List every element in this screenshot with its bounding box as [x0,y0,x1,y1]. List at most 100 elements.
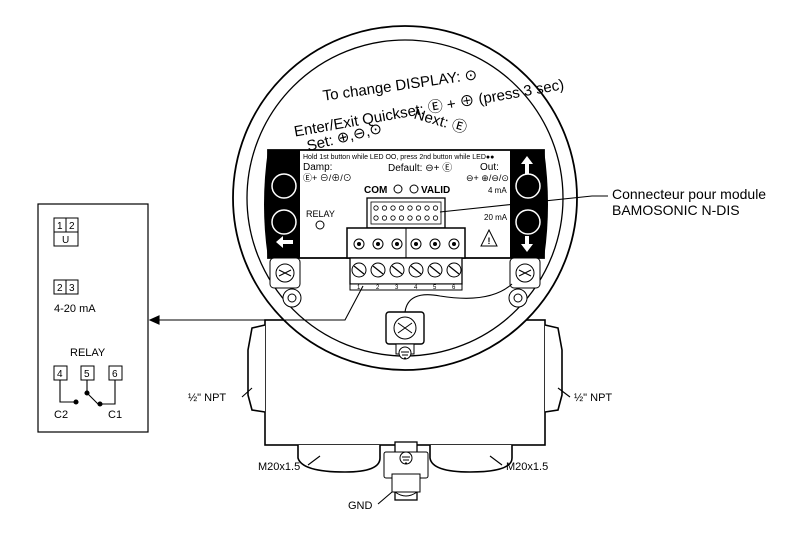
connector-pin [381,215,388,221]
external-ground-icon [399,451,413,465]
legend-ma-term1: 2 [57,283,63,294]
up-button[interactable] [515,173,541,199]
external-ground-lug [383,441,429,501]
terminal-screw-slot [391,265,403,275]
mounting-screws [282,288,528,308]
m20-right-leader [489,455,503,466]
valid-led [409,184,419,194]
terminal-screw-slot [448,265,460,275]
connector-callout-line1: Connecteur pour module [612,186,766,202]
terminal-number: 6 [452,285,456,291]
connector-pins [373,205,439,221]
legend-ma-term2: 3 [69,283,75,294]
terminal-number: 2 [376,285,380,291]
terminal-socket-hole [452,242,456,246]
terminal-number: 3 [395,285,399,291]
connector-pin [424,215,430,221]
connector-pin [424,205,430,211]
legend-c1-label: C1 [108,409,122,421]
m20-left-label: M20x1.5 [258,461,300,473]
electronics-panel: E Hold 1st button while LED OO, press 2n… [264,149,548,259]
npt-right-leader [557,387,571,398]
terminal-numbers: 1 2 3 4 5 6 [357,285,456,291]
left-cable-gland [297,445,381,473]
connector-pin [407,215,413,221]
legend-u-term1: 1 [57,221,63,232]
legend-relay-title: RELAY [70,347,106,359]
ground-icon [398,346,412,360]
ground-screw-right [509,257,541,289]
terminal-socket-hole [357,242,361,246]
connector-leader [439,195,608,213]
warning-icon [480,228,498,247]
terminal-legend: 1 2 U 2 3 4-20 mA RELAY 4 5 6 C2 C1 [37,203,149,433]
default-label: Default: ⊖+ Ⓔ [388,162,452,174]
gnd-leader [377,491,393,505]
terminal-number: 1 [357,285,361,291]
valid-label: VALID [421,185,450,196]
enter-button[interactable] [271,173,297,199]
left-arrow-icon [276,236,293,248]
terminal-number: 4 [414,285,418,291]
connector-pin [415,205,422,211]
legend-u-label: U [62,235,69,246]
legend-u-term2: 2 [69,221,75,232]
connector-pin [373,205,379,211]
button-e-label: E [278,156,290,176]
terminal-socket-hole [395,242,399,246]
right-cable-gland [429,445,513,473]
connector-pin [398,215,405,221]
ground-screw-left [269,257,301,289]
terminal-screw-slot [429,265,441,275]
terminal-socket-hole [433,242,437,246]
connector-callout-line2: BAMOSONIC N-DIS [612,202,740,218]
legend-ma-label: 4-20 mA [54,303,96,315]
out-label: Out: [480,162,499,173]
connector-pin [407,205,413,211]
connector-pin [432,215,439,221]
module-connector [366,197,446,229]
terminal-leader [150,285,364,321]
down-arrow-icon [521,236,533,252]
legend-relay-term4-label: 4 [57,369,63,380]
legend-relay-term5-label: 5 [84,369,90,380]
m20-left-leader [307,455,321,466]
terminal-leader-arrow [148,315,160,325]
terminal-number: 5 [433,285,437,291]
connector-pin [398,205,405,211]
legend-c2-label: C2 [54,409,68,421]
out-keys: ⊖+ ⊕/⊖/⊙ [466,173,509,183]
terminal-block [346,227,466,291]
hold-note: Hold 1st button while LED OO, press 2nd … [303,154,494,161]
npt-left-leader [241,387,253,398]
m20-right-label: M20x1.5 [506,461,548,473]
com-label: COM [364,185,387,196]
npt-left-label: ½" NPT [188,392,226,404]
legend-relay-term6-label: 6 [112,369,118,380]
ma4-label: 4 mA [488,186,507,195]
ma20-label: 20 mA [484,213,508,222]
terminal-socket-hole [414,242,418,246]
connector-pin [373,215,379,221]
warning-mark: ! [488,236,491,246]
connector-pin [432,205,439,211]
relay-label: RELAY [306,209,335,219]
connector-pin [390,205,396,211]
connector-pin [415,215,422,221]
left-button[interactable] [271,209,297,235]
damp-keys: Ⓔ+ ⊖/⊕/⊙ [303,173,352,183]
connector-pin [390,215,396,221]
damp-label: Damp: [303,162,332,173]
ground-wire [404,283,513,313]
up-arrow-icon [521,156,533,174]
terminal-screws [351,238,462,278]
gnd-label: GND [348,500,373,512]
left-conduit-boss [247,324,266,413]
internal-ground-clamp [385,311,425,360]
right-conduit-boss [544,324,563,413]
connector-pin [381,205,388,211]
down-button[interactable] [515,209,541,235]
terminal-screw-slot [353,265,365,275]
terminal-screw-slot [410,265,422,275]
